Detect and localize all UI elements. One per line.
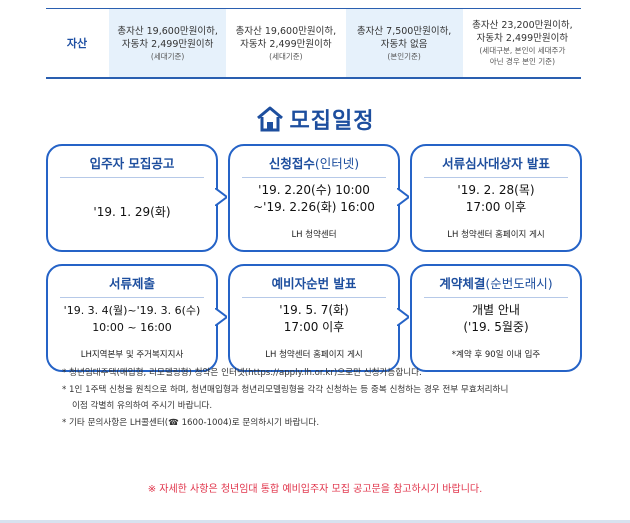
chevron-right-icon: [215, 188, 227, 206]
chevron-right-icon: [397, 308, 409, 326]
card-title: 서류심사대상자 발표: [424, 151, 568, 178]
schedule-card: 서류심사대상자 발표 '19. 2. 28(목) 17:00 이후 LH 청약센…: [410, 144, 582, 252]
chevron-right-icon: [215, 308, 227, 326]
asset-cell: 총자산 19,600만원이하, 자동차 2,499만원이하 (세대기준): [226, 9, 344, 77]
house-icon: [256, 106, 283, 132]
asset-criteria-table: 자산 총자산 19,600만원이하, 자동차 2,499만원이하 (세대기준) …: [46, 8, 581, 79]
card-body: '19. 1. 29(화): [93, 205, 171, 219]
asset-line: 자동차 2,499만원이하: [240, 38, 332, 50]
chevron-right-icon: [397, 188, 409, 206]
card-body: '19. 2.20(수) 10:00 ~'19. 2.26(화) 16:00: [253, 183, 375, 214]
asset-cell: 총자산 7,500만원이하, 자동차 없음 (본인기준): [344, 9, 463, 77]
note-item: * 1인 1주택 신청을 원칙으로 하며, 청년매입형과 청년리모델링형을 각각…: [62, 384, 509, 395]
card-body: '19. 2. 28(목) 17:00 이후: [457, 183, 535, 214]
asset-line: 총자산 7,500만원이하,: [356, 25, 452, 37]
asset-line: 자동차 없음: [380, 38, 428, 50]
schedule-card: 계약체결(순번도래시) 개별 안내 ('19. 5월중) *계약 후 90일 이…: [410, 264, 582, 372]
card-title: 입주자 모집공고: [60, 151, 204, 178]
card-note: *계약 후 90일 이내 입주: [451, 350, 541, 360]
asset-line: 자동차 2,499만원이하: [121, 38, 214, 50]
card-note: LH 청약센터 홈페이지 게시: [265, 350, 363, 360]
asset-cell: 총자산 23,200만원이하, 자동차 2,499만원이하 (세대구분, 본인이…: [462, 9, 581, 77]
asset-sub: (본인기준): [387, 51, 421, 61]
card-note: LH지역본부 및 주거복지지사: [80, 350, 184, 360]
card-title: 신청접수(인터넷): [242, 151, 386, 178]
footer-warning: ※ 자세한 사항은 청년임대 통합 예비입주자 모집 공고문을 참고하시기 바랍…: [147, 484, 483, 495]
bottom-divider: [0, 520, 630, 523]
schedule-card: 서류제출 '19. 3. 4(월)~'19. 3. 6(수) 10:00 ~ 1…: [46, 264, 218, 372]
card-note: LH 청약센터 홈페이지 게시: [447, 230, 545, 240]
note-item: * 기타 문의사항은 LH콜센터(☎ 1600-1004)로 문의하시기 바랍니…: [62, 417, 320, 428]
schedule-card: 입주자 모집공고 '19. 1. 29(화): [46, 144, 218, 252]
notes-list: * 청년임대주택(매입형, 리모델링형) 청약은 인터넷(https://app…: [62, 365, 602, 431]
card-title: 예비자순번 발표: [242, 271, 386, 298]
asset-sub: (세대구분, 본인이 세대주가: [479, 46, 566, 55]
schedule-card: 신청접수(인터넷) '19. 2.20(수) 10:00 ~'19. 2.26(…: [228, 144, 400, 252]
card-body: '19. 3. 4(월)~'19. 3. 6(수) 10:00 ~ 16:00: [63, 304, 201, 334]
asset-sub: (세대기준): [150, 51, 185, 61]
asset-sub: 아닌 경우 본인 기준): [489, 57, 556, 66]
card-note: LH 청약센터: [291, 230, 337, 240]
asset-line: 총자산 19,600만원이하,: [117, 25, 218, 37]
asset-cell: 총자산 19,600만원이하, 자동차 2,499만원이하 (세대기준): [108, 9, 227, 77]
card-body: '19. 5. 7(화) 17:00 이후: [279, 303, 349, 334]
asset-line: 총자산 19,600만원이하,: [235, 25, 337, 37]
schedule-card: 예비자순번 발표 '19. 5. 7(화) 17:00 이후 LH 청약센터 홈…: [228, 264, 400, 372]
section-title-text: 모집일정: [289, 109, 375, 134]
card-body: 개별 안내 ('19. 5월중): [463, 303, 529, 334]
asset-line: 총자산 23,200만원이하,: [472, 20, 573, 31]
card-title: 계약체결(순번도래시): [424, 271, 568, 298]
section-title: 모집일정: [0, 103, 630, 135]
asset-sub: (세대기준): [269, 51, 303, 61]
note-item: 이점 각별히 유의하여 주시기 바랍니다.: [72, 401, 213, 411]
card-title: 서류제출: [60, 271, 204, 298]
asset-header: 자산: [66, 37, 88, 50]
asset-line: 자동차 2,499만원이하: [476, 33, 569, 44]
note-item: * 청년임대주택(매입형, 리모델링형) 청약은 인터넷(https://app…: [62, 368, 422, 378]
